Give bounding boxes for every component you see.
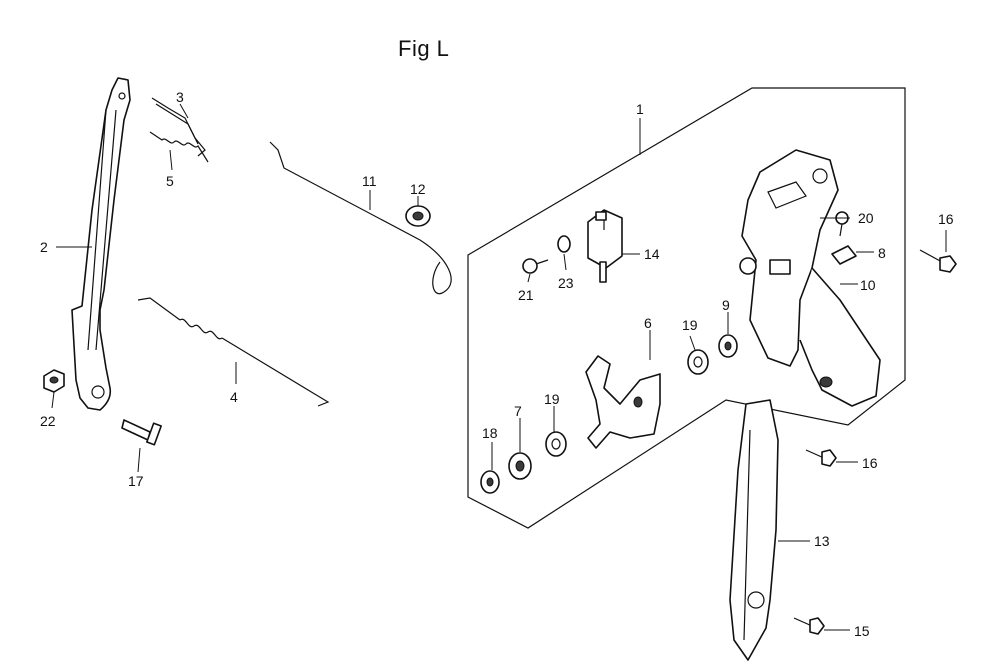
part-5-spring	[149, 131, 209, 163]
callout-15: 15	[854, 623, 870, 639]
callout-10: 10	[860, 277, 876, 293]
callout-1: 1	[636, 101, 644, 117]
part-19-washer-b	[545, 431, 567, 457]
part-22-nut	[43, 369, 65, 393]
part-16-bolt-lower	[805, 449, 837, 467]
callout-13: 13	[814, 533, 830, 549]
callout-21: 21	[518, 287, 534, 303]
callout-7: 7	[514, 403, 522, 419]
callout-2: 2	[40, 239, 48, 255]
part-8-clip	[831, 245, 857, 265]
callout-23: 23	[558, 275, 574, 291]
part-6-governor-arm	[585, 355, 661, 449]
figure-title: Fig L	[398, 36, 450, 61]
part-21-bolt	[522, 258, 549, 274]
part-13-lever-plate	[729, 399, 779, 661]
callout-4: 4	[230, 389, 238, 405]
part-14-switch	[587, 209, 623, 283]
part-4-rod-spring	[137, 297, 330, 407]
part-16-bolt-upper	[919, 249, 957, 273]
part-11-wire-rod	[269, 141, 452, 295]
part-23-washer	[557, 235, 571, 253]
callout-6: 6	[644, 315, 652, 331]
callout-20: 20	[858, 210, 874, 226]
callout-12: 12	[410, 181, 426, 197]
part-10-bracket	[739, 149, 881, 407]
part-17-bolt	[121, 419, 162, 446]
callout-16-lower: 16	[862, 455, 878, 471]
callout-17: 17	[128, 473, 144, 489]
part-12-grommet	[405, 205, 431, 227]
leader-lines	[51, 103, 947, 631]
callout-11: 11	[362, 173, 377, 189]
callout-9: 9	[722, 297, 730, 313]
part-19-washer-a	[687, 349, 709, 375]
callout-18: 18	[482, 425, 498, 441]
callout-labels: 1 2 3 5 4 11 12 14 21 23 6 19 9 20 8 10 …	[40, 89, 954, 639]
part-15-bolt	[793, 617, 825, 635]
part-2-lever-arm	[71, 77, 131, 411]
callout-19-upper: 19	[682, 317, 698, 333]
callout-5: 5	[166, 173, 174, 189]
callout-22: 22	[40, 413, 56, 429]
assembly-1-boundary	[467, 87, 906, 529]
part-18-nut	[480, 470, 500, 494]
callout-19-lower: 19	[544, 391, 560, 407]
callout-16-upper: 16	[938, 211, 954, 227]
callout-14: 14	[644, 246, 660, 262]
callout-3: 3	[176, 89, 184, 105]
part-20-screw	[835, 211, 849, 237]
callout-8: 8	[878, 245, 886, 261]
